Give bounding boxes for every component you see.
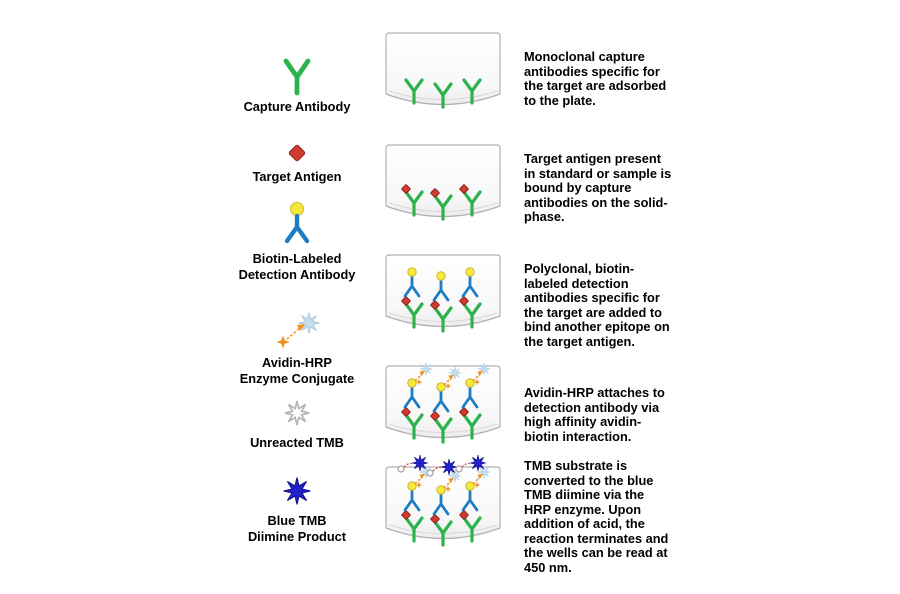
well-step-2 — [385, 144, 501, 232]
legend-label: Blue TMB Diimine Product — [247, 513, 347, 544]
legend-item-detection-antibody: Biotin-Labeled Detection Antibody — [222, 200, 372, 282]
legend-label: Unreacted TMB — [250, 435, 344, 450]
legend-item-capture-antibody: Capture Antibody — [222, 52, 372, 115]
legend-label: Target Antigen — [252, 169, 342, 184]
legend-item-unreacted-tmb: Unreacted TMB — [222, 394, 372, 451]
legend-item-avidin-hrp: Avidin-HRP Enzyme Conjugate — [222, 312, 372, 386]
target-antigen-icon — [222, 140, 372, 166]
blue-tmb-icon — [222, 472, 372, 510]
well-step-1 — [385, 32, 501, 120]
step-description-5: TMB substrate is converted to the blue T… — [524, 458, 669, 575]
legend-label: Biotin-Labeled Detection Antibody — [238, 251, 356, 282]
step-description-3: Polyclonal, biotin-labeled detection ant… — [524, 261, 670, 349]
step-description-4: Avidin-HRP attaches to detection antibod… — [524, 385, 665, 444]
legend-label: Avidin-HRP Enzyme Conjugate — [239, 355, 355, 386]
avidin-hrp-icon — [222, 312, 372, 352]
well-step-5 — [385, 462, 501, 554]
legend-item-blue-tmb: Blue TMB Diimine Product — [222, 472, 372, 544]
step-description-1: Monoclonal capture antibodies specific f… — [524, 49, 667, 108]
well-step-4 — [385, 361, 501, 453]
unreacted-tmb-icon — [222, 394, 372, 432]
capture-antibody-icon — [222, 52, 372, 96]
detection-antibody-icon — [222, 200, 372, 248]
legend-label: Capture Antibody — [243, 99, 351, 114]
well-step-3 — [385, 254, 501, 342]
legend-item-target-antigen: Target Antigen — [222, 140, 372, 185]
step-description-2: Target antigen present in standard or sa… — [524, 151, 672, 224]
